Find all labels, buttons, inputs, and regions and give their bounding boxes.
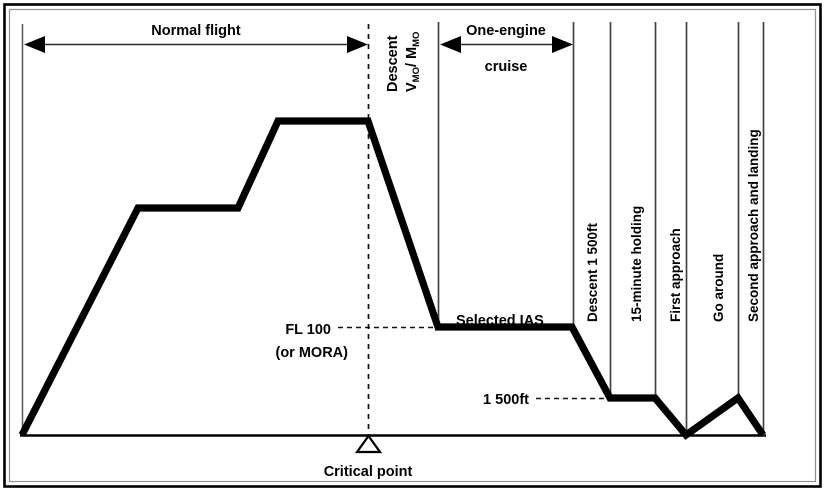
alt1500-label: 1 500ft	[483, 392, 529, 408]
vertical-label-text: Descent 1 500ft	[585, 222, 600, 322]
one-engine-label-line2: cruise	[485, 59, 528, 75]
critical-point-caption: Critical point	[324, 464, 413, 480]
vmo-v: V	[404, 82, 420, 92]
normal-flight-label: Normal flight	[151, 23, 241, 39]
vertical-label-go-around: Go around	[711, 254, 726, 322]
figure-outer-border	[3, 3, 822, 488]
mmo-sub: MO	[411, 32, 422, 47]
selected-ias-label: Selected IAS	[456, 313, 544, 329]
vertical-label-text: 15-minute holding	[629, 206, 644, 322]
vmo-mmo-text: VMO/ MMO	[404, 32, 422, 92]
descent-vmo-line1: Descent	[385, 35, 401, 92]
vmo-sub: MO	[411, 67, 422, 82]
vertical-label-text: Second approach and landing	[746, 129, 761, 322]
flight-profile-path	[18, 117, 766, 440]
fl100-label-line1: FL 100	[285, 322, 331, 338]
vertical-label-holding: 15-minute holding	[629, 206, 644, 322]
vertical-label-text: Go around	[711, 254, 726, 322]
vmo-mmo-label: VMO/ MMO	[404, 32, 422, 92]
vertical-label-first-approach: First approach	[668, 228, 683, 322]
one-engine-cruise-span-arrow	[440, 36, 573, 53]
critical-point-marker	[354, 434, 383, 454]
vertical-label-descent-1500ft: Descent 1 500ft	[585, 222, 600, 322]
vertical-label-second-approach: Second approach and landing	[746, 129, 761, 322]
descent-vmo-mmo-label: Descent	[385, 35, 401, 92]
fl100-label-line2: (or MORA)	[276, 345, 349, 361]
vmo-sep: / M	[404, 47, 420, 67]
one-engine-label-line1: One-engine	[466, 23, 546, 39]
normal-flight-span-arrow	[24, 36, 368, 53]
vertical-label-text: First approach	[668, 228, 683, 322]
figure-inner-border	[8, 8, 817, 483]
